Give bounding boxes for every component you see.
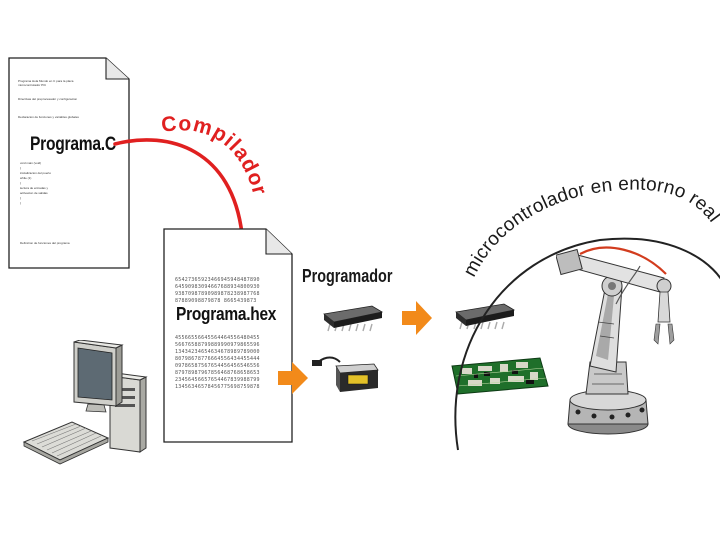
arrow-right-icon [402, 301, 432, 335]
source-line: while (1) [20, 176, 32, 180]
dip-chip-icon [455, 303, 516, 330]
hex-row: 23456456657654467839988799 [175, 377, 260, 383]
programmer-label: Programador [302, 266, 393, 286]
hex-row: 65427365923466945948487890 [175, 277, 260, 283]
source-line: void main (void) [20, 161, 42, 165]
svg-text:Compilador: Compilador [160, 112, 271, 198]
source-line: } [20, 196, 22, 200]
arrow-right-icon [278, 362, 308, 394]
source-line: activacion de salidas [20, 191, 48, 195]
source-document: Programa Hola Mundo en C para la placa m… [8, 57, 130, 269]
dip-chip-icon [323, 305, 384, 332]
document-icon [163, 228, 293, 443]
robot-arm-icon [556, 246, 675, 435]
hex-row: 87889098879878 8665439873 [175, 298, 257, 304]
source-line: Definicion de funciones del programa [20, 241, 70, 245]
source-line: } [20, 201, 22, 205]
hex-row: 56676588799889990979865596 [175, 342, 260, 348]
source-line: { [20, 181, 22, 185]
hex-row: 09786587567654456456546556 [175, 363, 260, 369]
source-line: Programa Hola Mundo en C para la placa [18, 79, 74, 83]
source-line: microcontrolador PIC [18, 83, 47, 87]
source-line: { [20, 166, 22, 170]
circuit-board-icon [451, 357, 549, 395]
source-line: lectura de entradas y [20, 186, 49, 190]
hex-row: 13434234654634678989789000 [175, 349, 260, 355]
source-file-name: Programa.C [30, 134, 116, 155]
programmer-device-icon [312, 356, 379, 392]
hex-document: 65427365923466945948487890 6459098309466… [163, 228, 293, 443]
compile-label: Compilador [160, 112, 271, 198]
source-line: Directivas del preprocesador y configura… [18, 97, 78, 101]
source-line: inicializacion del puerto [20, 171, 52, 175]
hex-file-name: Programa.hex [176, 304, 277, 324]
hex-row: 93870987890989878238987768 [175, 291, 260, 297]
desktop-computer-icon [22, 340, 148, 465]
hex-row: 13456346578456775698759878 [175, 384, 260, 390]
hex-row: 87978987967856468768658653 [175, 370, 260, 376]
real-environment-arc [454, 237, 720, 451]
document-icon [8, 57, 130, 269]
source-line: Declaracion de funciones y variables glo… [18, 115, 79, 119]
hex-row: 64590983094667688934800930 [175, 284, 260, 290]
hex-row: 45566556645564464556480455 [175, 335, 260, 341]
hex-row: 80798678776664556434455444 [175, 356, 260, 362]
